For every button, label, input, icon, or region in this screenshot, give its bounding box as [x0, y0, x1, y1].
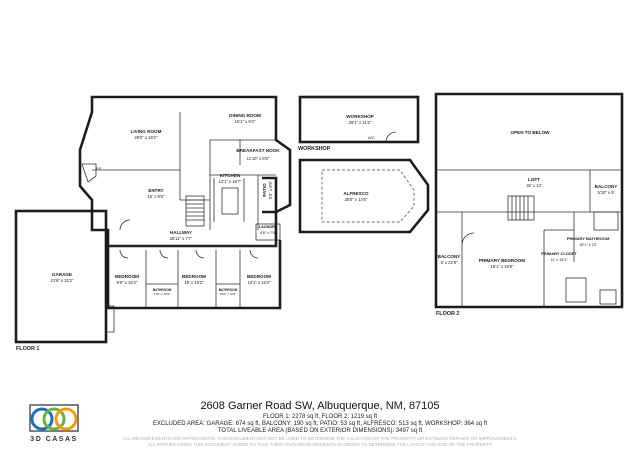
balcony-door-icon	[461, 232, 475, 246]
workshop-walls	[298, 95, 420, 144]
balcony-right-label: BALCONY	[595, 184, 618, 189]
living-room-dim: 29'5" x 18'2"	[135, 135, 158, 140]
patio-walls	[262, 176, 278, 214]
area-summary: FLOOR 1: 2278 sq ft, FLOOR 2: 1219 sq ft…	[100, 414, 540, 436]
bedroom-walls	[108, 245, 276, 308]
hallway-dim: 35'11" x 7'7"	[170, 236, 193, 241]
entry-label: ENTRY	[148, 188, 163, 193]
bedroom-1-label: BEDROOM	[115, 274, 139, 279]
disclaimer: ALL MEASUREMENTS ARE APPROXIMATE. THIS D…	[90, 436, 550, 447]
floor-area-line: FLOOR 1: 2278 sq ft, FLOOR 2: 1219 sq ft	[262, 414, 378, 420]
laundry-label: LAUNDRY	[259, 225, 278, 229]
primary-closet-label: PRIMARY CLOSET	[541, 251, 577, 256]
floor2-interior-walls	[436, 169, 622, 307]
floor-2: OPEN TO BELOW LOFT 32' x 13' BALCONY 5'1…	[434, 92, 624, 317]
bathtub-icon	[593, 211, 619, 231]
bedroom-2-dim: 10' x 15'3"	[184, 280, 204, 285]
alfresco-dim: 35'5" x 14'5"	[345, 197, 368, 202]
hallway-label: HALLWAY	[170, 230, 192, 235]
floor-1-label: FLOOR 1	[16, 346, 39, 352]
total-area-line: TOTAL LIVEABLE AREA (BASED ON EXTERIOR D…	[217, 428, 423, 435]
primary-bedroom-label: PRIMARY BEDROOM	[479, 258, 525, 263]
garage-walls	[14, 209, 108, 344]
alfresco-label: ALFRESCO	[343, 191, 369, 196]
loft-label: LOFT	[528, 177, 540, 182]
workshop-tag: WORKSHOP	[298, 146, 331, 152]
floor2-outline	[434, 92, 624, 309]
bedroom-1-dim: 9'9" x 15'3"	[117, 280, 138, 285]
floor-1: FP A/C LIVING ROOM 29'5" x 18'2" DINING …	[14, 95, 430, 352]
shower-icon	[599, 289, 617, 305]
bedroom-3-dim: 10'1" x 15'3"	[248, 280, 271, 285]
primary-closet-dim: 11' x 15'4"	[550, 258, 568, 262]
workshop-door-icon	[385, 131, 397, 143]
primary-bathroom-dim: 18'1" x 23'	[579, 243, 597, 247]
disclaimer-line-1: ALL MEASUREMENTS ARE APPROXIMATE. THIS D…	[122, 436, 518, 441]
floor-2-label: FLOOR 2	[436, 311, 459, 317]
workshop-label: WORKSHOP	[346, 114, 374, 119]
dining-room-label: DINING ROOM	[229, 113, 261, 118]
primary-bedroom-dim: 19'1" x 18'9"	[491, 264, 514, 269]
disclaimer-line-2: ALL PARTIES USING THIS DOCUMENT AGREE TO…	[147, 441, 493, 447]
dining-room-dim: 15'1" x 9'4"	[235, 119, 256, 124]
laundry-walls	[255, 223, 281, 241]
laundry-dim: 6'6" x 7'5"	[260, 231, 276, 235]
ac-label: A/C	[368, 135, 375, 140]
brand-name: 3D CASAS	[30, 436, 78, 443]
bedroom-2-label: BEDROOM	[182, 274, 206, 279]
fireplace-icon	[81, 163, 97, 183]
loft-dim: 32' x 13'	[526, 183, 542, 188]
living-room-label: LIVING ROOM	[131, 129, 162, 134]
breakfast-nook-label: BREAKFAST NOOK	[236, 148, 280, 153]
alfresco-outline	[321, 169, 415, 223]
kitchen-island	[221, 187, 239, 215]
bedroom-wing-walls	[106, 240, 282, 310]
kitchen-counters	[213, 178, 245, 222]
entry-dim: 15' x 9'6"	[148, 194, 165, 199]
alfresco-walls	[298, 158, 430, 234]
garage-step	[106, 305, 115, 333]
garage-label: GARAGE	[52, 272, 72, 277]
primary-bathroom-label: PRIMARY BATHROOM	[567, 236, 610, 241]
closet-island	[565, 277, 587, 303]
bathroom-1-label: BATHROOM	[153, 288, 172, 292]
entry-door-icon	[119, 219, 131, 231]
garage-dim: 21'6" x 31'2"	[51, 278, 74, 283]
bathroom-2-label: BATHROOM	[219, 288, 238, 292]
interior-walls	[92, 112, 276, 230]
patio-dim: 5'5" x 8'9"	[268, 180, 273, 199]
kitchen-label: KITCHEN	[220, 173, 241, 178]
breakfast-nook-dim: 11'10" x 8'5"	[247, 156, 270, 161]
logo-icon	[29, 404, 79, 432]
balcony-right-dim: 5'10" x 9'	[598, 190, 615, 195]
balcony-left-label: BALCONY	[438, 254, 461, 259]
patio-label: PATIO	[262, 183, 267, 197]
bedroom-3-label: BEDROOM	[247, 274, 271, 279]
fp-label: FP	[96, 166, 101, 171]
open-below-label: OPEN TO BELOW	[511, 130, 551, 135]
excluded-area-line: EXCLUDED AREA: GARAGE: 674 sq ft, BALCON…	[152, 421, 488, 428]
floor1-stairs	[185, 195, 205, 227]
bathroom-2-dim: 5'10" x 10'9"	[220, 292, 236, 296]
floor2-stairs	[507, 195, 535, 221]
bedroom-door-icons	[119, 249, 259, 259]
workshop-dim: 29'1" x 11'2"	[349, 120, 372, 125]
kitchen-dim: 12'1" x 18'7"	[219, 179, 242, 184]
balcony-left-dim: 6' x 22'8"	[441, 260, 458, 265]
bathroom-1-dim: 4'10" x 10'9"	[154, 292, 170, 296]
property-address: 2608 Garner Road SW, Albuquerque, NM, 87…	[200, 400, 440, 412]
